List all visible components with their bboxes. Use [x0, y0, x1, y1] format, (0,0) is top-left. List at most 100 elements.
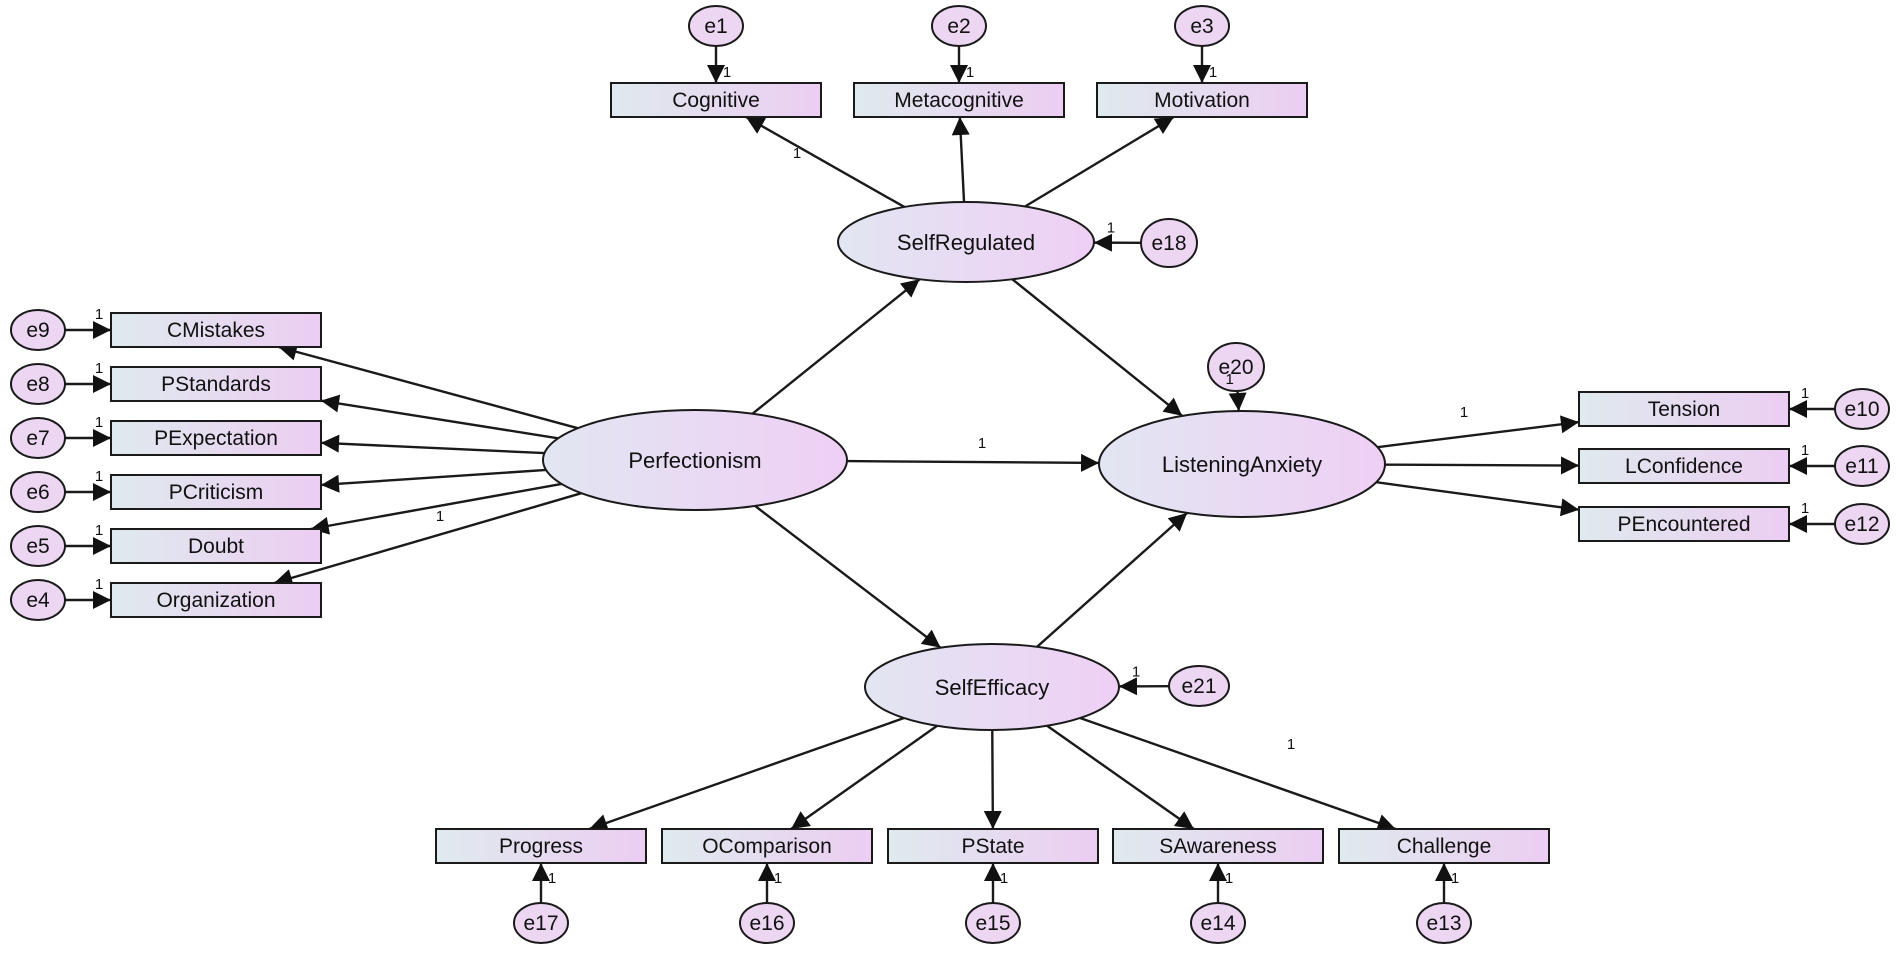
indicator-label: PState — [961, 835, 1024, 858]
error-term-e18: e18 — [1140, 218, 1198, 268]
error-label: e3 — [1190, 15, 1213, 38]
error-label: e4 — [26, 589, 50, 612]
indicator-organization: Organization — [110, 582, 322, 618]
error-label: e17 — [523, 912, 558, 935]
path-self-regulated-to-cognitive — [745, 115, 905, 208]
indicator-s-awareness: SAwareness — [1112, 828, 1324, 864]
indicator-label: PStandards — [161, 373, 271, 396]
path-perfectionism-to-listening-anxiety — [846, 453, 1100, 472]
error-term-e1: e1 — [688, 5, 744, 47]
indicator-motivation: Motivation — [1096, 82, 1308, 118]
error-term-e5: e5 — [10, 525, 66, 567]
indicator-label: OComparison — [702, 835, 832, 858]
indicator-label: Motivation — [1154, 89, 1250, 112]
indicator-label: Metacognitive — [894, 89, 1024, 112]
error-label: e2 — [947, 15, 970, 38]
indicator-metacognitive: Metacognitive — [853, 82, 1065, 118]
error-label: e9 — [26, 319, 49, 342]
latent-label: Perfectionism — [628, 448, 761, 473]
error-weight-label: 1 — [95, 306, 103, 323]
error-label: e12 — [1844, 513, 1879, 536]
error-weight-label: 1 — [1801, 442, 1809, 459]
error-term-e4: e4 — [10, 579, 66, 621]
path-perfectionism-to-self-efficacy — [754, 504, 942, 649]
indicator-label: Doubt — [188, 535, 244, 558]
error-weight-label: 1 — [966, 64, 974, 81]
path-listening-anxiety-to-l-confidence — [1384, 456, 1580, 475]
indicator-label: CMistakes — [167, 319, 265, 342]
indicator-l-confidence: LConfidence — [1578, 448, 1790, 484]
error-term-e6: e6 — [10, 471, 66, 513]
latent-perfectionism: Perfectionism — [542, 409, 848, 511]
path-perfectionism-to-organization — [273, 492, 582, 587]
path-perfectionism-to-self-regulated — [751, 278, 921, 415]
path-perfectionism-to-p-criticism — [320, 468, 547, 493]
error-weight-label: 1 — [548, 870, 556, 887]
error-term-e21: e21 — [1168, 665, 1230, 707]
latent-self-regulated: SelfRegulated — [837, 201, 1095, 283]
path-self-regulated-to-motivation — [1024, 115, 1175, 208]
path-weight-label: 1 — [1287, 736, 1295, 753]
error-weight-label: 1 — [1132, 663, 1140, 680]
error-weight-label: 1 — [95, 468, 103, 485]
indicator-label: PExpectation — [154, 427, 278, 450]
error-weight-label: 1 — [1209, 64, 1217, 81]
indicator-o-comparison: OComparison — [661, 828, 873, 864]
path-weight-label: 1 — [436, 508, 444, 525]
error-path-e20 — [1228, 390, 1247, 412]
path-self-efficacy-to-progress — [588, 716, 905, 832]
indicator-doubt: Doubt — [110, 528, 322, 564]
error-weight-label: 1 — [1801, 385, 1809, 402]
indicator-tension: Tension — [1578, 391, 1790, 427]
error-weight-label: 1 — [1226, 371, 1234, 388]
error-weight-label: 1 — [723, 64, 731, 81]
error-label: e11 — [1845, 455, 1878, 478]
error-term-e9: e9 — [10, 309, 66, 351]
error-term-e13: e13 — [1416, 902, 1472, 944]
path-weight-label: 1 — [1460, 404, 1468, 421]
error-label: e5 — [26, 535, 49, 558]
error-label: e16 — [749, 912, 784, 935]
path-self-efficacy-to-s-awareness — [1046, 724, 1195, 830]
error-term-e3: e3 — [1174, 5, 1230, 47]
error-weight-label: 1 — [95, 522, 103, 539]
path-self-efficacy-to-p-state — [983, 729, 1002, 830]
indicator-label: Tension — [1648, 398, 1720, 421]
error-weight-label: 1 — [774, 870, 782, 887]
error-label: e1 — [704, 15, 727, 38]
error-label: e14 — [1200, 912, 1235, 935]
error-weight-label: 1 — [1225, 870, 1233, 887]
path-weight-label: 1 — [978, 435, 986, 452]
error-label: e6 — [26, 481, 49, 504]
indicator-label: Organization — [156, 589, 275, 612]
error-term-e7: e7 — [10, 417, 66, 459]
error-label: e15 — [975, 912, 1010, 935]
error-weight-label: 1 — [1451, 870, 1459, 887]
error-label: e18 — [1151, 232, 1186, 255]
error-label: e21 — [1181, 675, 1216, 698]
indicator-c-mistakes: CMistakes — [110, 312, 322, 348]
error-weight-label: 1 — [95, 360, 103, 377]
error-term-e14: e14 — [1190, 902, 1246, 944]
error-term-e15: e15 — [965, 902, 1021, 944]
path-perfectionism-to-c-mistakes — [278, 343, 579, 430]
error-weight-label: 1 — [95, 414, 103, 431]
path-weight-label: 1 — [793, 145, 801, 162]
indicator-progress: Progress — [435, 828, 647, 864]
path-perfectionism-to-doubt — [310, 482, 562, 535]
path-listening-anxiety-to-tension — [1377, 415, 1580, 449]
path-self-efficacy-to-listening-anxiety — [1036, 512, 1188, 648]
error-weight-label: 1 — [1801, 500, 1809, 517]
latent-label: SelfRegulated — [897, 230, 1035, 255]
error-term-e12: e12 — [1834, 503, 1890, 545]
indicator-label: Challenge — [1397, 835, 1492, 858]
path-perfectionism-to-p-standards — [320, 394, 559, 440]
error-term-e16: e16 — [739, 902, 795, 944]
error-term-e8: e8 — [10, 363, 66, 405]
error-label: e7 — [26, 427, 49, 450]
indicator-label: Progress — [499, 835, 583, 858]
path-self-regulated-to-listening-anxiety — [1011, 278, 1183, 417]
indicator-p-criticism: PCriticism — [110, 474, 322, 510]
error-label: e8 — [26, 373, 49, 396]
